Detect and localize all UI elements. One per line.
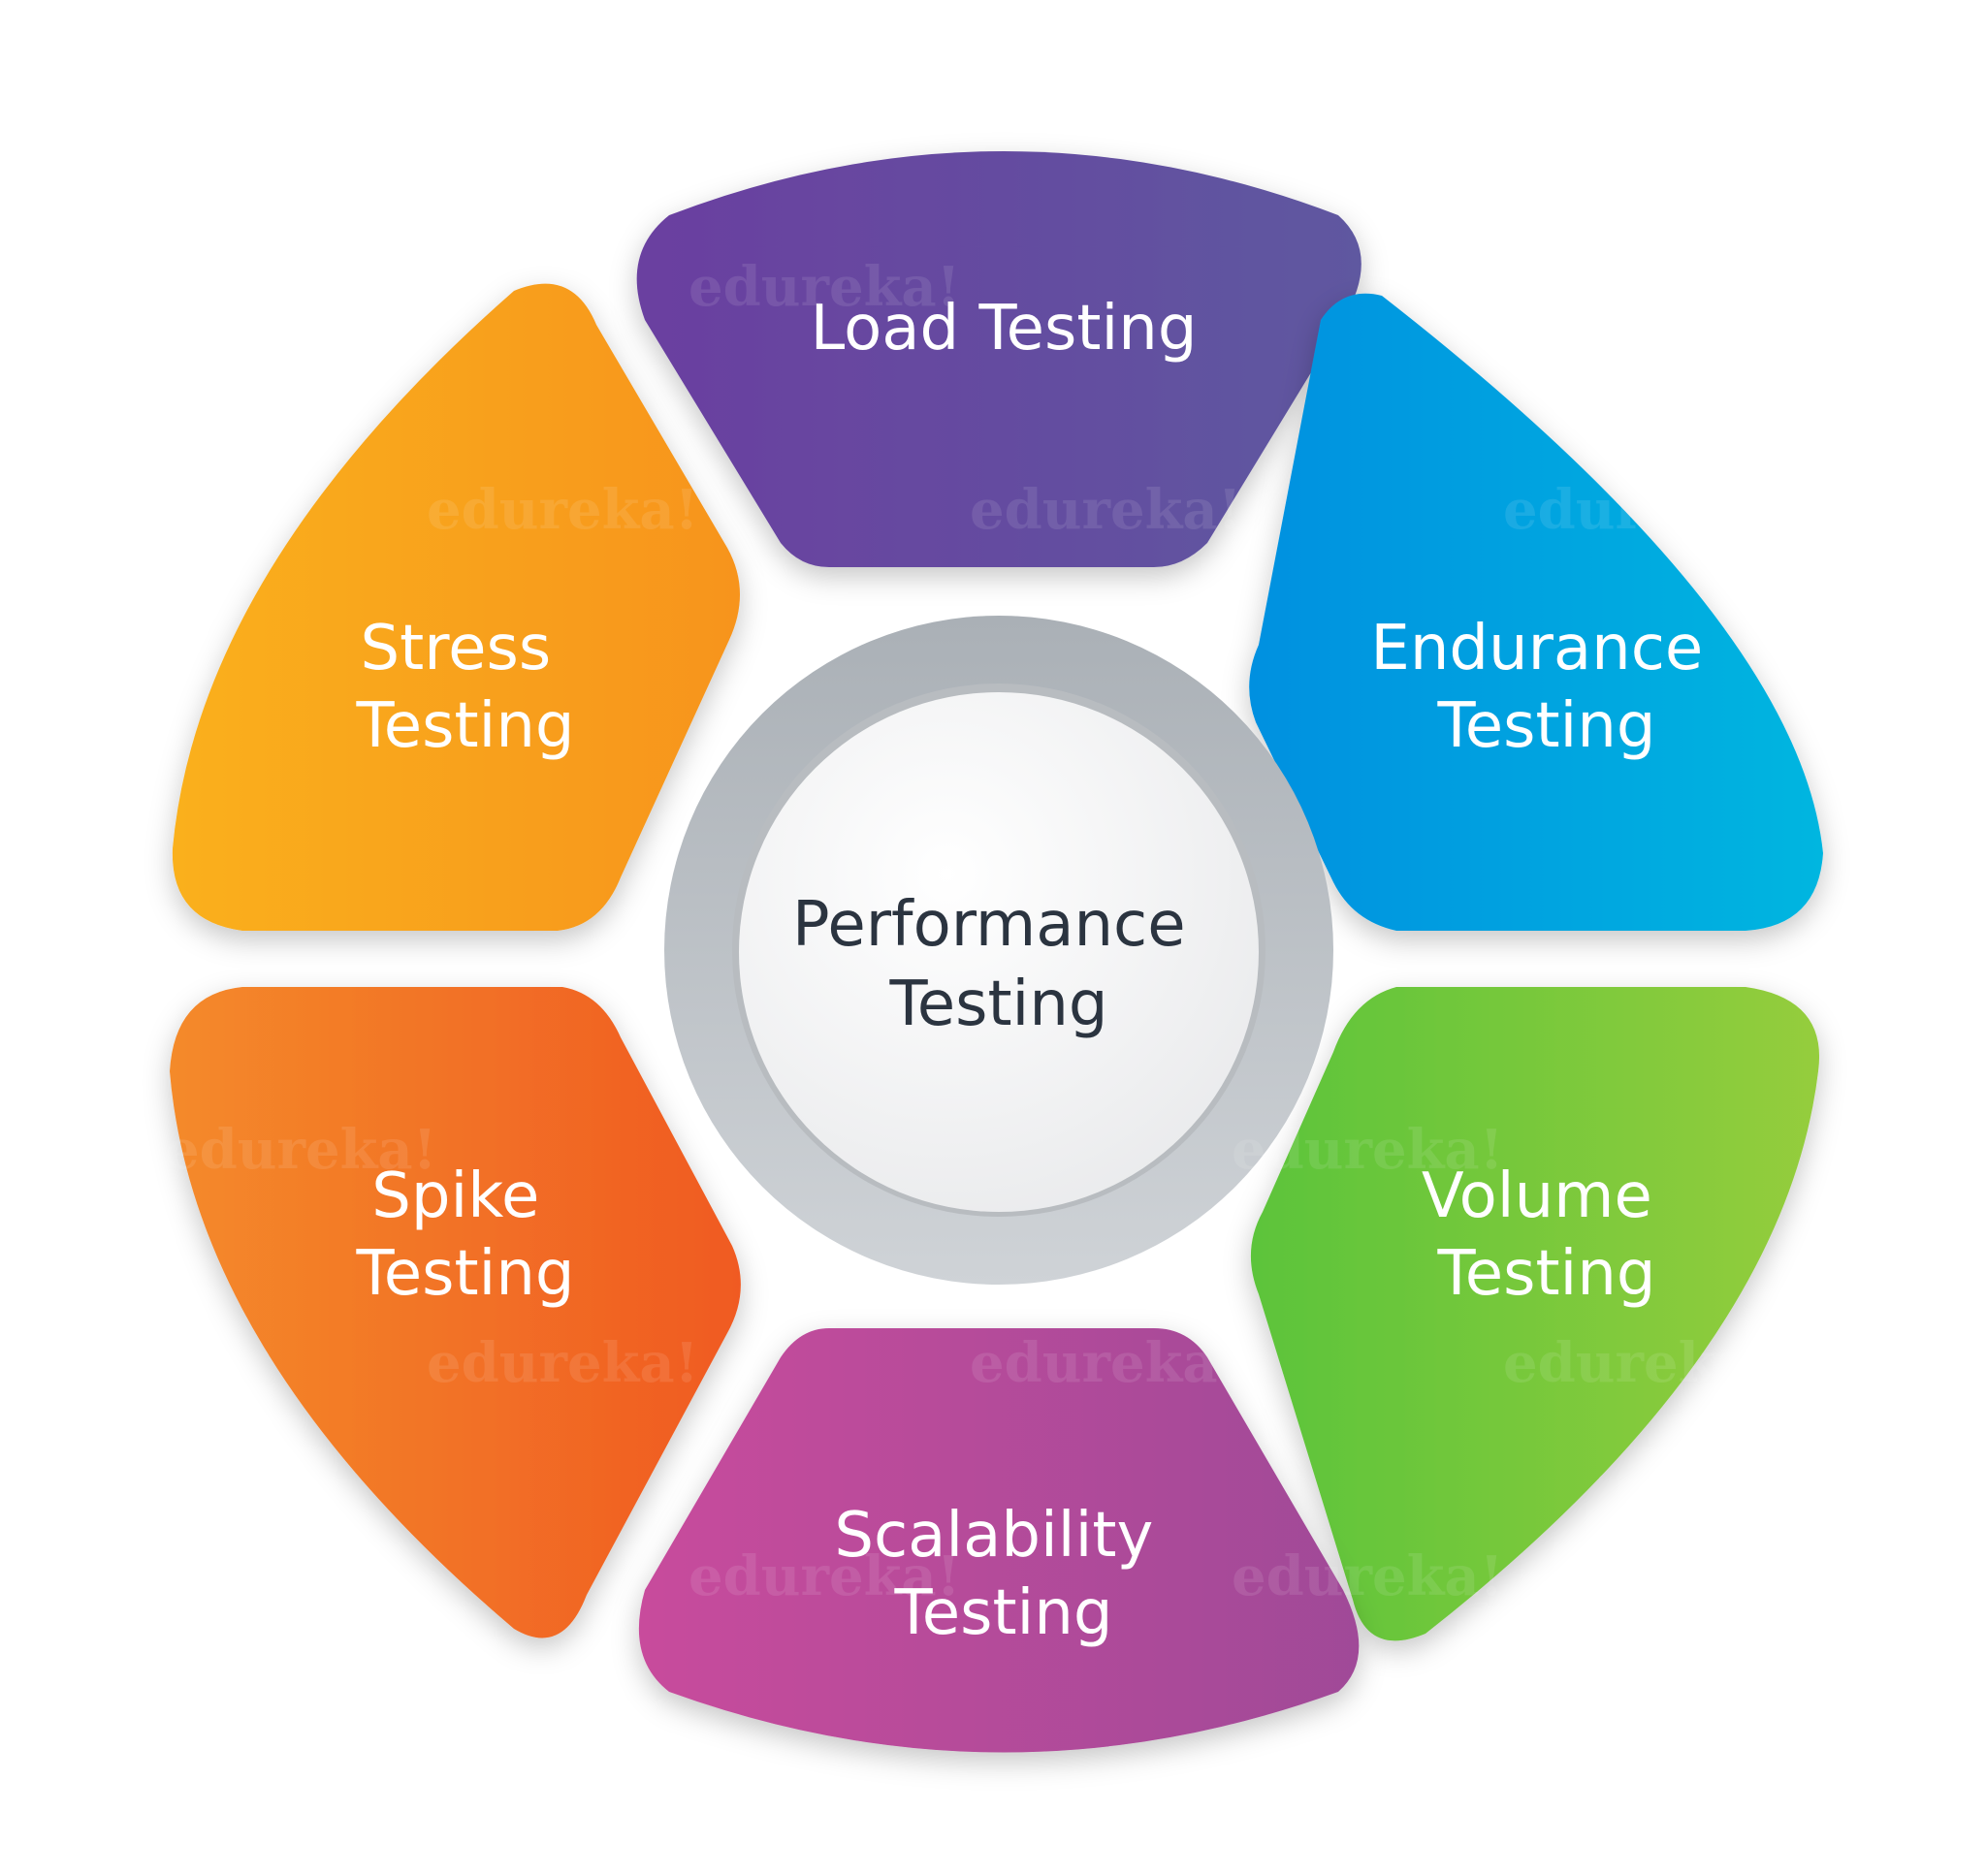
label-line: Load Testing <box>811 293 1198 365</box>
segment-shape <box>170 987 741 1638</box>
segment-shape <box>638 1328 1360 1753</box>
label-line: Stress <box>360 613 551 684</box>
watermarks: edureka! edureka! edureka! edureka! edur… <box>165 255 1775 1608</box>
label-line: Testing <box>356 690 575 762</box>
watermark: edureka! <box>970 478 1241 542</box>
watermark: edureka! <box>427 478 698 542</box>
center-label-line: Testing <box>889 969 1108 1040</box>
center-disc <box>739 692 1259 1212</box>
segment-shape <box>1249 293 1823 931</box>
label-line: Volume <box>1422 1161 1652 1232</box>
segment-label-spike: Spike Testing <box>356 1161 575 1310</box>
label-line: Testing <box>1437 1238 1656 1310</box>
watermark: edureka! <box>165 1118 436 1182</box>
center-label-line: Performance <box>792 889 1186 961</box>
segment-label-stress: Stress Testing <box>356 613 575 762</box>
segment-label-scalability: Scalability Testing <box>834 1500 1172 1649</box>
segment-volume-testing: Volume Testing <box>1250 987 1820 1641</box>
label-line: Endurance <box>1370 613 1703 684</box>
label-line: Testing <box>894 1577 1113 1649</box>
segment-shape <box>1250 987 1820 1641</box>
watermark: edureka! <box>1232 1118 1503 1182</box>
watermark: edureka! <box>689 255 960 319</box>
label-line: Testing <box>356 1238 575 1310</box>
center-hub: Performance Testing <box>664 616 1333 1285</box>
segment-stress-testing: Stress Testing <box>172 283 741 931</box>
watermark: edureka! <box>1503 478 1775 542</box>
label-line: Spike <box>371 1161 539 1232</box>
segment-shape <box>636 151 1361 567</box>
watermark: edureka! <box>689 1544 960 1608</box>
segment-shape <box>172 283 741 931</box>
center-label: Performance Testing <box>792 889 1205 1040</box>
watermark: edureka! <box>1503 1331 1775 1395</box>
watermark: edureka! <box>1232 1544 1503 1608</box>
label-line: Testing <box>1437 690 1656 762</box>
segment-label-endurance: Endurance Testing <box>1370 613 1722 762</box>
segment-spike-testing: Spike Testing <box>170 987 741 1638</box>
label-line: Scalability <box>834 1500 1153 1572</box>
segment-load-testing: Load Testing <box>636 151 1361 567</box>
segment-label-load: Load Testing <box>811 293 1198 365</box>
watermark: edureka! <box>427 1331 698 1395</box>
segment-endurance-testing: Endurance Testing <box>1249 293 1823 931</box>
watermark: edureka! <box>970 1331 1241 1395</box>
segment-label-volume: Volume Testing <box>1422 1161 1672 1310</box>
segment-scalability-testing: Scalability Testing <box>638 1328 1360 1753</box>
